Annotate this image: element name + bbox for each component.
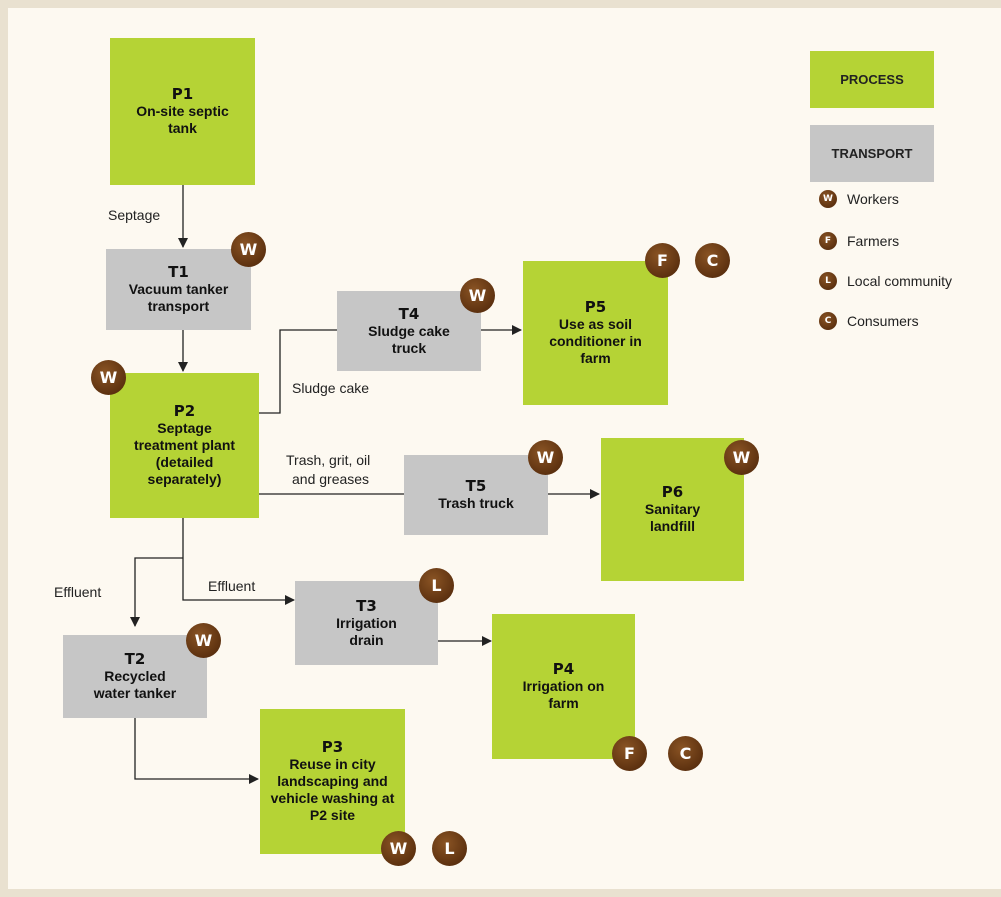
farmers-icon: F [819,232,837,250]
node-p3-text: Reuse in city landscaping and vehicle wa… [270,756,395,823]
node-p6: P6 Sanitary landfill [601,438,744,581]
node-t3-code: T3 [356,596,377,615]
local-community-icon: L [819,272,837,290]
legend-consumers-label: Consumers [847,313,919,329]
edge-t2-p3 [134,718,259,784]
node-t4: T4 Sludge cake truck [337,291,481,371]
legend-transport-swatch: TRANSPORT [810,125,934,182]
node-p4: P4 Irrigation on farm [492,614,635,759]
node-t3-text: Irrigation drain [336,614,397,648]
edge-label-sludge-cake: Sludge cake [292,380,370,396]
node-p4-text: Irrigation on farm [522,678,605,711]
badge-community-t3: L [419,568,454,603]
node-p2: P2 Septage treatment plant (detailed sep… [110,373,259,518]
node-t2-text: Recycled water tanker [93,668,177,701]
legend-farmers-label: Farmers [847,233,900,249]
badge-workers-t4: W [460,278,495,313]
badge-workers-p6: W [724,440,759,475]
legend-local-community: L Local community [819,272,952,290]
node-t5: T5 Trash truck [404,455,548,535]
node-t2: T2 Recycled water tanker [63,635,207,718]
edge-label-trash-2: and greases [292,471,370,487]
edge-label-trash-1: Trash, grit, oil [286,452,371,468]
badge-workers-t2: W [186,623,221,658]
legend-workers-label: Workers [847,191,899,207]
node-p1-text: On-site septic tank [136,103,229,136]
legend-process-swatch: PROCESS [810,51,934,108]
node-p4-code: P4 [552,660,575,678]
node-t5-code: T5 [465,477,487,495]
edge-p2-t4 [259,329,337,414]
edge-label-effluent-left: Effluent [54,584,102,600]
legend-farmers: F Farmers [819,232,899,250]
badge-consumers-p5: C [695,243,730,278]
badge-workers-p3: W [381,831,416,866]
node-p1: P1 On-site septic tank [110,38,255,185]
node-p6-text: Sanitary landfill [644,501,701,534]
node-p5: P5 Use as soil conditioner in farm [523,261,668,405]
node-t3: T3 Irrigation drain [295,581,438,665]
node-p3-code: P3 [321,738,344,756]
edge-label-effluent-mid: Effluent [208,578,256,594]
node-t2-code: T2 [124,650,146,668]
node-t1-code: T1 [168,263,189,281]
diagram-canvas: P1 On-site septic tank Septage T1 Vacuum… [8,8,1001,889]
node-p6-code: P6 [661,483,684,501]
badge-farmers-p4: F [612,736,647,771]
node-t1: T1 Vacuum tanker transport [106,249,251,330]
edge-label-septage: Septage [108,207,161,223]
node-p2-text: Septage treatment plant (detailed separa… [133,420,236,487]
node-p1-code: P1 [171,85,194,103]
node-p3: P3 Reuse in city landscaping and vehicle… [260,709,405,854]
node-t4-text: Sludge cake truck [368,322,450,356]
legend-consumers: C Consumers [819,312,919,330]
legend-workers: W Workers [819,190,899,208]
badge-workers-t1: W [231,232,266,267]
consumers-icon: C [819,312,837,330]
edge-split-t2 [130,557,183,627]
badge-farmers-p5: F [645,243,680,278]
workers-icon: W [819,190,837,208]
legend-local-community-label: Local community [847,273,953,289]
node-p5-text: Use as soil conditioner in farm [549,316,642,366]
connector-layer [130,185,600,784]
node-t4-code: T4 [398,304,420,323]
node-t1-text: Vacuum tanker transport [128,281,229,314]
node-p2-code: P2 [173,402,196,420]
badge-workers-t5: W [528,440,563,475]
badge-community-p3: L [432,831,467,866]
node-p5-code: P5 [584,298,607,316]
edge-split-t3 [182,558,295,605]
node-t5-text: Trash truck [438,495,514,511]
badge-workers-p2: W [91,360,126,395]
badge-consumers-p4: C [668,736,703,771]
